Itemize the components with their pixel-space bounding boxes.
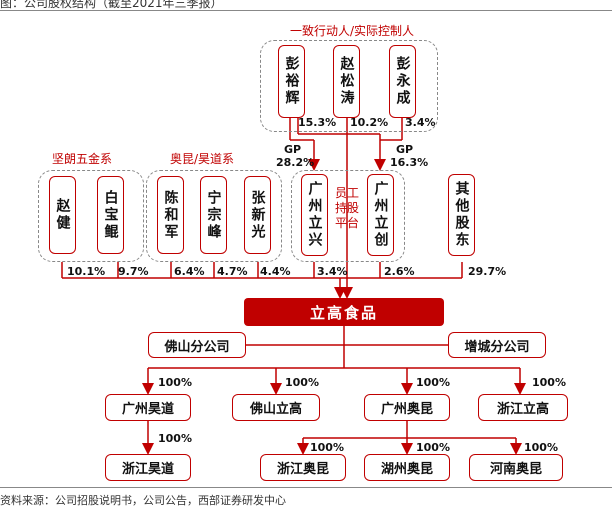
pct-zhejiang-aokun: 100% — [310, 441, 344, 454]
shuolang-group-frame — [38, 170, 144, 262]
sub-zhejiang-lihigh: 浙江立高 — [478, 394, 568, 421]
sub-huzhou-aokun: 湖州奥昆 — [364, 454, 450, 481]
pct-chen-hejun: 6.4% — [174, 265, 205, 278]
aokun-group-frame — [146, 170, 282, 262]
sub-zhejiang-haodao: 浙江昊道 — [105, 454, 191, 481]
sub-guangzhou-aokun: 广州奥昆 — [364, 394, 450, 421]
sub-guangzhou-haodao: 广州昊道 — [105, 394, 191, 421]
pct-huzhou-aokun: 100% — [416, 441, 450, 454]
pct-guangzhou-aokun: 100% — [416, 376, 450, 389]
controllers-group-label: 一致行动人/实际控制人 — [290, 24, 415, 38]
bottom-divider — [0, 487, 612, 488]
shareholder-guangzhou-lichuang: 广州立创 — [367, 174, 394, 256]
pct-guangzhou-haodao: 100% — [158, 376, 192, 389]
shareholder-zhang-xinguang: 张新光 — [244, 176, 271, 254]
sub-foshan-lihigh: 佛山立高 — [232, 394, 320, 421]
pct-guangzhou-lixing: 3.4% — [317, 265, 348, 278]
gp-left-label: GP — [284, 143, 302, 156]
pct-zhejiang-lihigh: 100% — [532, 376, 566, 389]
pct-guangzhou-lichuang: 2.6% — [384, 265, 415, 278]
pct-zhejiang-haodao: 100% — [158, 432, 192, 445]
shareholder-ning-zongfeng: 宁宗峰 — [200, 176, 227, 254]
shareholder-guangzhou-lixing: 广州立兴 — [301, 174, 328, 256]
pct-foshan-lihigh: 100% — [285, 376, 319, 389]
company-lihigh-food: 立高食品 — [244, 298, 444, 326]
gp-right-label: GP — [396, 143, 414, 156]
pct-bai-baokun: 9.7% — [118, 265, 149, 278]
pct-peng-yongcheng: 3.4% — [405, 116, 436, 129]
pct-henan-aokun: 100% — [524, 441, 558, 454]
controller-peng-yuhui: 彭裕辉 — [278, 45, 305, 118]
pct-zhao-jian: 10.1% — [67, 265, 106, 278]
gp-left-pct: 28.2% — [276, 156, 315, 169]
figure-title: 图：公司股权结构（截至2021年三季报） — [0, 0, 223, 10]
pct-peng-yuhui: 15.3% — [298, 116, 337, 129]
shareholder-bai-baokun: 白宝鲲 — [97, 176, 124, 254]
top-divider — [0, 10, 612, 11]
pct-others: 29.7% — [468, 265, 507, 278]
sub-zhejiang-aokun: 浙江奥昆 — [260, 454, 346, 481]
branch-zengcheng: 增城分公司 — [448, 332, 546, 358]
branch-foshan: 佛山分公司 — [148, 332, 246, 358]
platform-group-frame — [291, 170, 405, 262]
pct-zhang-xinguang: 4.4% — [260, 265, 291, 278]
controllers-group-frame — [260, 40, 438, 132]
sub-henan-aokun: 河南奥昆 — [469, 454, 563, 481]
aokun-group-label: 奥昆/昊道系 — [170, 152, 235, 166]
controller-peng-yongcheng: 彭永成 — [389, 45, 416, 118]
shareholder-chen-hejun: 陈和军 — [157, 176, 184, 254]
gp-right-pct: 16.3% — [390, 156, 429, 169]
pct-ning-zongfeng: 4.7% — [217, 265, 248, 278]
shareholder-zhao-jian: 赵健 — [49, 176, 76, 254]
controller-zhao-songtao: 赵松涛 — [333, 45, 360, 118]
employee-platform-label: 员工持股平台 — [334, 186, 359, 230]
source-note: 资料来源：公司招股说明书，公司公告，西部证券研发中心 — [0, 494, 286, 507]
shuolang-group-label: 坚朗五金系 — [52, 152, 113, 166]
pct-zhao-songtao: 10.2% — [350, 116, 389, 129]
shareholder-others: 其他股东 — [448, 174, 475, 256]
